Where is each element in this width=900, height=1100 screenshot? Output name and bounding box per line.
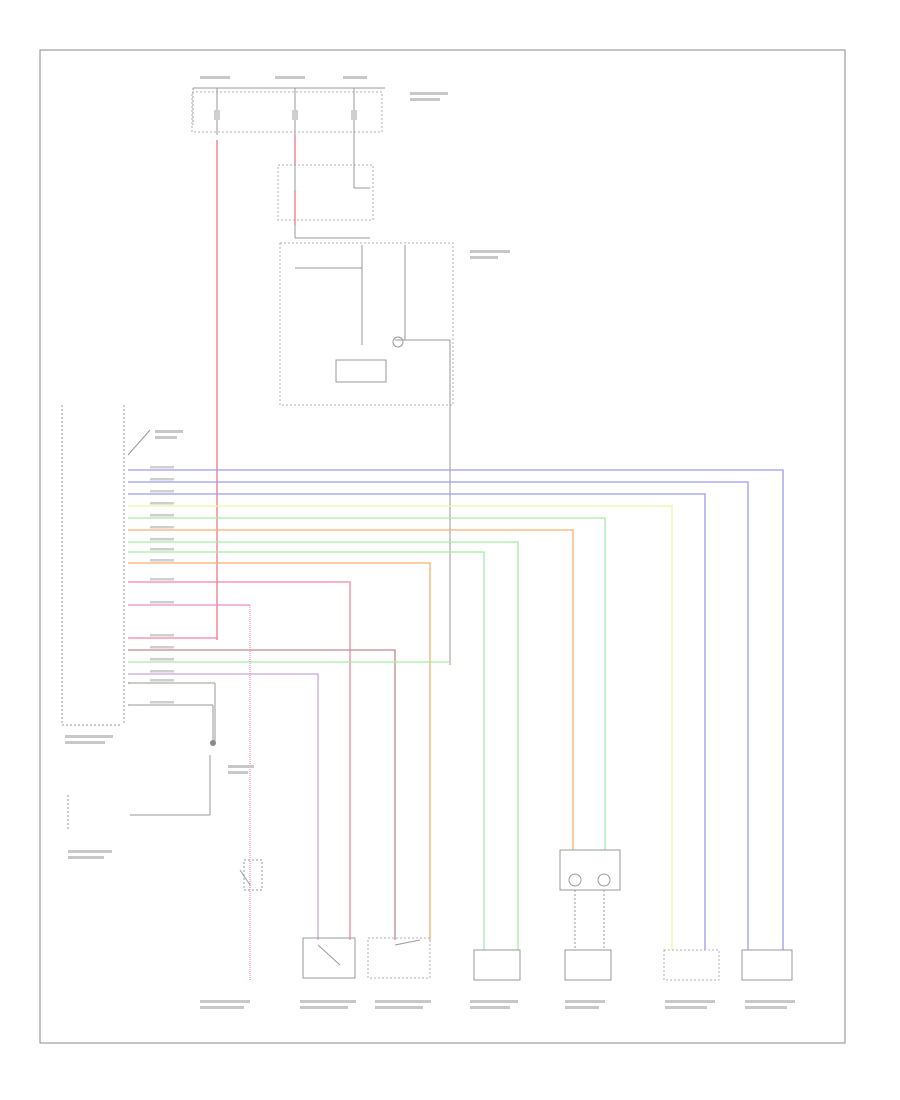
wire-label xyxy=(150,514,174,517)
wire-green xyxy=(128,551,485,950)
illegible-labels xyxy=(65,76,795,1009)
airbag-control-module xyxy=(61,405,151,726)
component-passenger-airbag xyxy=(663,949,720,981)
component-pretensioner-1 xyxy=(473,949,521,981)
wire-label xyxy=(150,658,174,661)
wire-orange xyxy=(128,529,574,850)
wire-violet xyxy=(128,673,319,940)
component-seat-switch-left xyxy=(302,937,356,979)
fuse-icon xyxy=(214,110,220,120)
fuse-icon xyxy=(351,110,357,120)
wire-label xyxy=(150,466,174,469)
ground-icon xyxy=(210,740,216,746)
wire-label xyxy=(150,548,174,551)
harness-wires xyxy=(128,466,784,950)
ground-group xyxy=(130,682,216,742)
control-unit-box xyxy=(279,242,454,665)
wire-label xyxy=(150,646,174,649)
diode-icon xyxy=(392,336,404,348)
wire-green xyxy=(128,517,606,850)
wire-label xyxy=(150,526,174,529)
wire-label xyxy=(150,634,174,637)
wire-label xyxy=(150,502,174,505)
body-control-module xyxy=(67,755,211,830)
component-spiral-cable xyxy=(559,849,621,981)
relay-coil-icon xyxy=(335,359,387,383)
wire-label xyxy=(150,538,174,541)
wire-label xyxy=(150,559,174,562)
wire-label xyxy=(150,701,174,704)
wire-orange xyxy=(128,562,431,940)
wire-green xyxy=(128,541,519,950)
component-seat-switch-right xyxy=(367,937,431,979)
wire-red xyxy=(128,581,351,940)
wire-label xyxy=(150,601,174,604)
wire-brown xyxy=(128,649,396,940)
component-pretensioner-2 xyxy=(741,949,793,981)
wire-label xyxy=(150,578,174,581)
wire-label xyxy=(150,670,174,673)
buckle-switch-icon xyxy=(239,859,263,891)
connector-icon xyxy=(597,873,611,887)
wire-yellow xyxy=(128,505,673,950)
wire-label xyxy=(150,490,174,493)
wire-label xyxy=(150,478,174,481)
diagram-frame xyxy=(39,49,846,1044)
fuse-icons xyxy=(214,110,357,120)
fuse-icon xyxy=(292,110,298,120)
connector-icon xyxy=(568,873,582,887)
wire-blue xyxy=(128,469,784,950)
wire-blue xyxy=(128,481,749,950)
wire-blue xyxy=(128,493,706,950)
wire-label xyxy=(150,679,174,682)
